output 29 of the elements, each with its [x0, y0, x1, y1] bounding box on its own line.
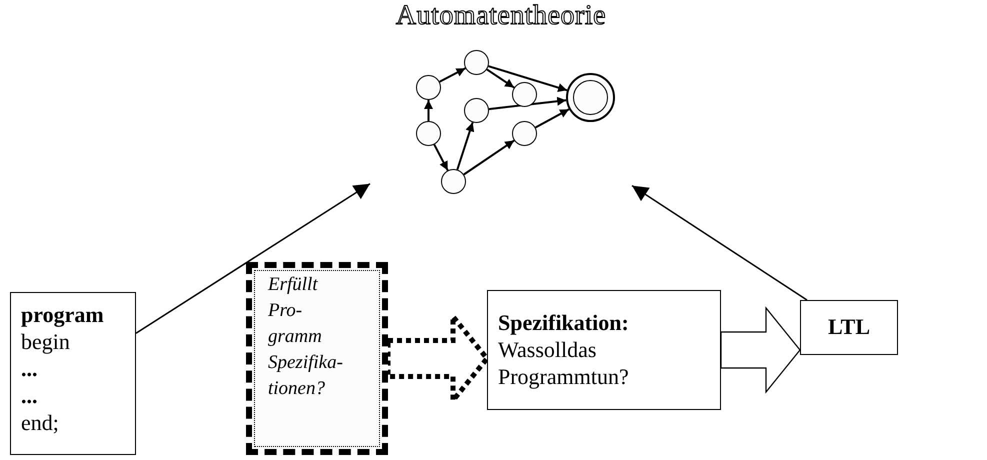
heading: Automatentheorie — [394, 0, 608, 32]
box-text: Erfüllt Pro- gramm Spezifika- tionen? — [268, 273, 344, 401]
arrow — [535, 108, 570, 128]
accepting-state-circle — [566, 73, 615, 122]
arrow — [136, 183, 370, 334]
text-box — [800, 300, 898, 355]
arrow — [632, 185, 808, 301]
state-circle — [416, 75, 441, 100]
text-box — [487, 290, 721, 410]
state-circle — [512, 82, 537, 107]
state-circle — [441, 169, 466, 194]
box-text: Wassolldas Programmtun? — [498, 336, 630, 390]
arrow — [488, 65, 568, 92]
block-arrow — [720, 306, 801, 394]
box-text: program begin ... ... end; — [21, 301, 105, 436]
arrow — [433, 144, 449, 171]
arrow — [424, 100, 433, 121]
arrow — [486, 68, 515, 88]
state-circle — [512, 121, 537, 146]
state-circle — [464, 50, 489, 75]
arrow — [463, 140, 515, 176]
callout-box — [246, 262, 388, 455]
text-box — [10, 292, 136, 455]
arrow — [456, 122, 474, 170]
arrow — [439, 67, 466, 83]
state-circle — [416, 121, 441, 146]
state-circle — [464, 98, 489, 123]
box-text: LTL — [826, 313, 871, 340]
box-heading: Spezifikation: — [498, 309, 630, 336]
